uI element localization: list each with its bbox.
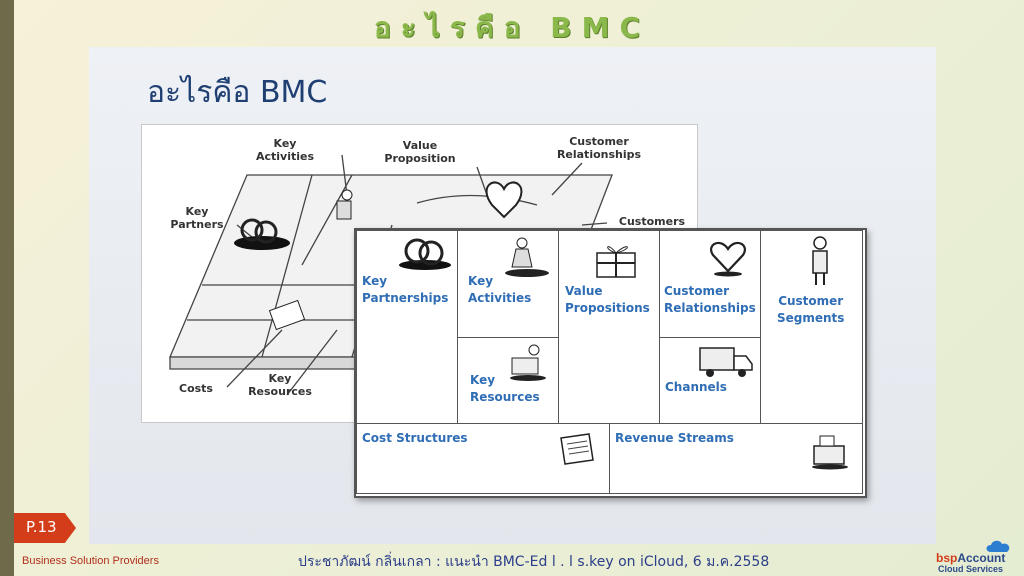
page-number-badge: P.13 <box>14 513 76 543</box>
logo-subtitle: Cloud Services <box>938 564 1004 574</box>
cell-value-propositions: Value Propositions <box>558 230 660 424</box>
cell-label: Customer Segments <box>777 294 845 325</box>
slide-content: อะไรคือ BMC <box>89 47 936 544</box>
gift-icon <box>596 246 636 278</box>
cell-label: Key Activities <box>468 274 532 305</box>
logo-bsp: bsp <box>936 551 958 565</box>
cell-label: Revenue Streams <box>615 431 734 445</box>
cash-register-icon <box>812 435 848 470</box>
heart-icon <box>710 241 746 277</box>
resources-icon <box>510 344 546 381</box>
worker-icon <box>505 237 549 277</box>
cell-key-activities: Key Activities <box>457 230 559 338</box>
label-key-resources: Key Resources <box>248 372 312 398</box>
cell-customer-segments: Customer Segments <box>760 230 863 424</box>
page-number: P.13 <box>26 518 57 536</box>
page-title: อะไรคือ BMC <box>373 11 651 44</box>
cloud-icon <box>986 540 1010 552</box>
cell-cost-structures: Cost Structures <box>356 423 610 494</box>
cell-channels: Channels <box>659 337 761 424</box>
label-value-proposition: Value Proposition <box>384 139 456 165</box>
footer-caption: ประชาภัฒน์ กลิ่นเกลา : แนะนำ BMC-Ed l . … <box>298 554 770 570</box>
cell-label: Customer Relationships <box>664 284 756 315</box>
rings-icon <box>399 238 451 270</box>
cell-label: Key Partnerships <box>362 274 449 305</box>
cell-label: Cost Structures <box>362 431 468 445</box>
business-model-canvas: Key Partnerships Key Activities Key Reso… <box>354 228 867 498</box>
label-customer-relationships: Customer Relationships <box>556 135 642 161</box>
slide-title: อะไรคือ BMC <box>147 75 328 110</box>
truck-icon <box>699 347 753 377</box>
label-key-activities: Key Activities <box>255 137 315 163</box>
bsp-account-logo: bspAccount Cloud Services <box>936 540 1020 574</box>
cell-label: Channels <box>665 380 727 394</box>
cell-label: Key Resources <box>470 373 540 404</box>
company-name: Business Solution Providers <box>22 555 159 567</box>
label-key-partners: Key Partners <box>170 205 224 231</box>
logo-account: Account <box>957 551 1006 565</box>
cell-label: Value Propositions <box>565 284 650 315</box>
label-costs: Costs <box>179 382 213 395</box>
label-customers: Customers <box>618 215 686 228</box>
receipt-icon <box>560 433 594 465</box>
person-icon <box>812 236 828 285</box>
cell-key-partnerships: Key Partnerships <box>356 230 458 424</box>
left-accent-bar <box>0 0 14 576</box>
cell-customer-relationships: Customer Relationships <box>659 230 761 338</box>
cell-revenue-streams: Revenue Streams <box>609 423 863 494</box>
cell-key-resources: Key Resources <box>457 337 559 424</box>
logo-text: bspAccount <box>936 551 1005 565</box>
